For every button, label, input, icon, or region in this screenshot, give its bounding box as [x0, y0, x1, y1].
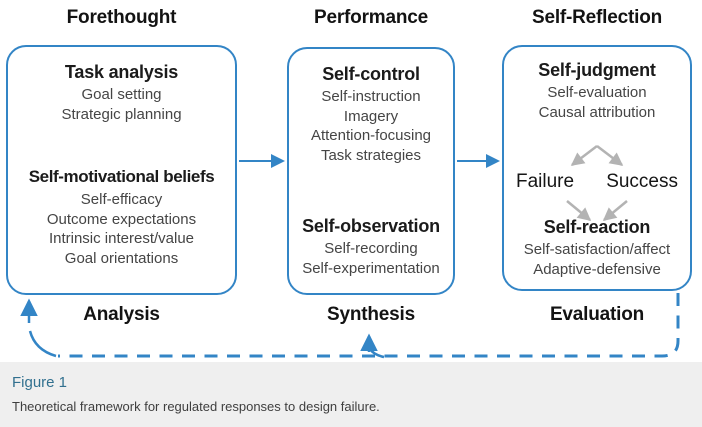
failure-label: Failure: [516, 171, 575, 192]
phase-header-self-reflection: Self-Reflection: [531, 7, 663, 28]
section-item: Goal setting: [81, 86, 162, 103]
section-item: Self-experimentation: [302, 259, 440, 277]
section-item: Outcome expectations: [46, 210, 197, 228]
section-item: Strategic planning: [61, 105, 182, 123]
section-item: Intrinsic interest/value: [48, 230, 195, 247]
figure-label: Figure 1: [12, 374, 68, 391]
section-title: Self-motivational beliefs: [28, 167, 215, 186]
section-item: Self-satisfaction/affect: [523, 241, 671, 258]
section-title: Self-control: [322, 64, 420, 84]
section-title: Self-reaction: [543, 217, 651, 237]
section-item: Attention-focusing: [310, 127, 432, 144]
section-item: Causal attribution: [538, 103, 656, 121]
section-item: Self-instruction: [321, 88, 421, 105]
phase-footer-evaluation: Evaluation: [549, 304, 645, 325]
feedback-hook-left: [28, 330, 57, 358]
self-judgment-section: Self-judgment Self-evaluation Causal att…: [504, 57, 690, 122]
section-item: Goal orientations: [64, 249, 179, 267]
section-item: Self-recording: [324, 240, 418, 257]
feedback-hook-middle: [368, 348, 385, 359]
task-analysis-section: Task analysis Goal setting Strategic pla…: [8, 59, 235, 124]
self-observation-section: Self-observation Self-recording Self-exp…: [289, 213, 453, 278]
phase-footer-synthesis: Synthesis: [327, 304, 415, 325]
phase-header-performance: Performance: [314, 7, 428, 28]
self-reaction-section: Self-reaction Self-satisfaction/affect A…: [504, 214, 690, 279]
self-reflection-box: Self-judgment Self-evaluation Causal att…: [502, 45, 692, 291]
figure-caption-area: Figure 1 Theoretical framework for regul…: [0, 362, 702, 427]
outcome-row: Failure Success: [504, 168, 690, 196]
section-item: Self-efficacy: [80, 191, 163, 208]
forethought-box: Task analysis Goal setting Strategic pla…: [6, 45, 237, 295]
phase-footer-analysis: Analysis: [83, 304, 160, 325]
section-title: Self-observation: [302, 216, 440, 236]
self-control-section: Self-control Self-instruction Imagery At…: [289, 61, 453, 165]
section-item: Self-evaluation: [547, 84, 647, 101]
section-item: Adaptive-defensive: [533, 260, 661, 278]
figure-caption-text: Theoretical framework for regulated resp…: [12, 399, 380, 414]
self-motivational-beliefs-section: Self-motivational beliefs Self-efficacy …: [8, 164, 235, 268]
success-label: Success: [606, 171, 678, 192]
section-item: Task strategies: [320, 146, 422, 164]
phase-header-forethought: Forethought: [66, 7, 177, 28]
section-title: Task analysis: [64, 62, 179, 82]
section-item: Imagery: [343, 107, 399, 125]
section-title: Self-judgment: [538, 60, 656, 80]
performance-box: Self-control Self-instruction Imagery At…: [287, 47, 455, 295]
